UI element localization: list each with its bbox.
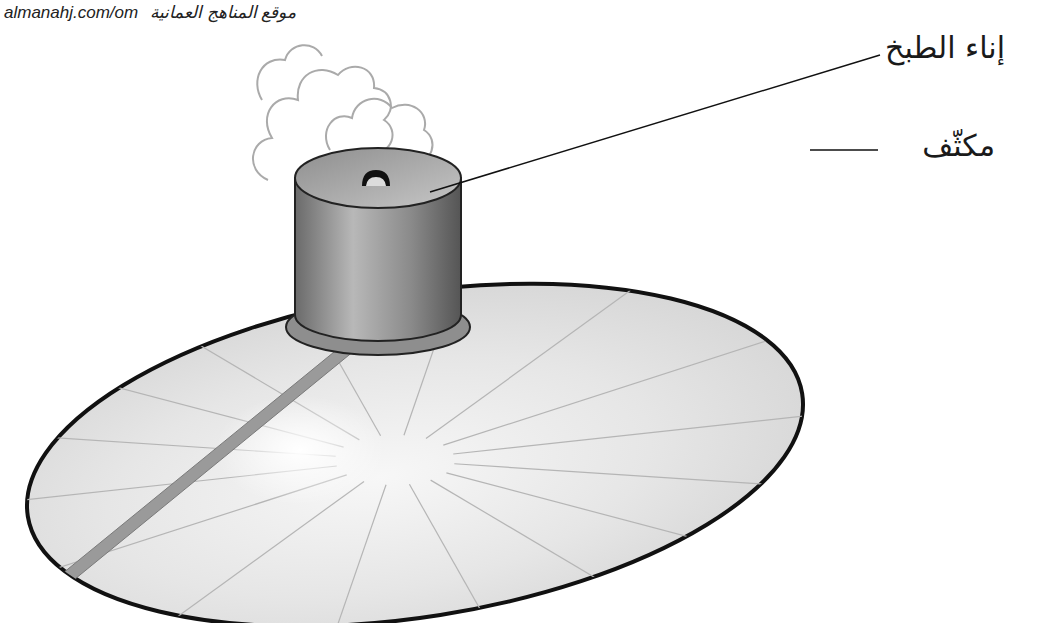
watermark: almanahj.com/om xyxy=(4,3,138,23)
leader-line xyxy=(430,55,880,192)
focus-glow xyxy=(215,395,385,505)
cooking-pot xyxy=(286,148,470,355)
leader-line xyxy=(810,149,878,151)
dish-rib xyxy=(453,412,841,454)
support-bar xyxy=(30,135,612,606)
dish-rib xyxy=(431,480,668,621)
part-label: إناء الطبخ xyxy=(885,30,1005,65)
dish-rib xyxy=(326,485,386,623)
watermark: موقع المناهج العمانية xyxy=(150,2,296,23)
dish-rib xyxy=(446,473,789,563)
dish-rib xyxy=(454,464,850,490)
dish-rib xyxy=(409,484,505,623)
dish-rib xyxy=(443,341,765,445)
part-label: مكثّف xyxy=(922,128,995,163)
